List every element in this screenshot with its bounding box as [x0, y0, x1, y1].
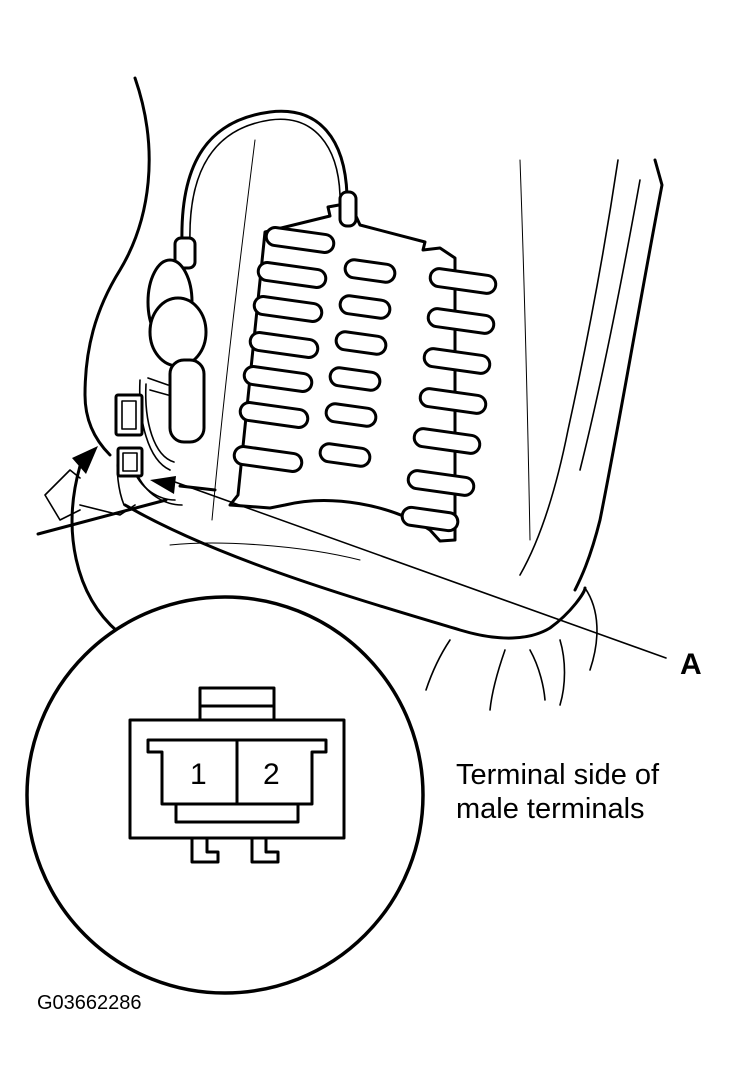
- pin-label-1: 1: [190, 758, 207, 791]
- figure-code: G03662286: [37, 992, 142, 1014]
- heater-wire-harness: [131, 109, 358, 506]
- callout-label-a: A: [680, 648, 702, 681]
- seat-heater-element: [228, 201, 498, 543]
- leader-line-left: [36, 498, 168, 536]
- connector-lock-tab: [198, 686, 276, 722]
- connector-key-right: [250, 836, 280, 864]
- arrow-head-lower: [150, 476, 176, 494]
- heater-slots-center-column: [318, 258, 397, 468]
- harness-connector-lower: [116, 446, 144, 478]
- leader-line-a: [174, 481, 667, 659]
- arrow-head-upper: [72, 446, 98, 474]
- heater-slots-left-column: [232, 226, 336, 473]
- harness-connector-upper: [114, 393, 144, 437]
- caption-line-2: male terminals: [456, 793, 645, 825]
- connector-key-left: [190, 836, 220, 864]
- heater-slots-right-column: [400, 267, 498, 533]
- connector-detail-view: 1 2: [25, 595, 425, 995]
- caption-line-1: Terminal side of: [456, 759, 660, 791]
- pin-label-2: 2: [263, 758, 280, 791]
- seat-back-outline: [44, 76, 664, 711]
